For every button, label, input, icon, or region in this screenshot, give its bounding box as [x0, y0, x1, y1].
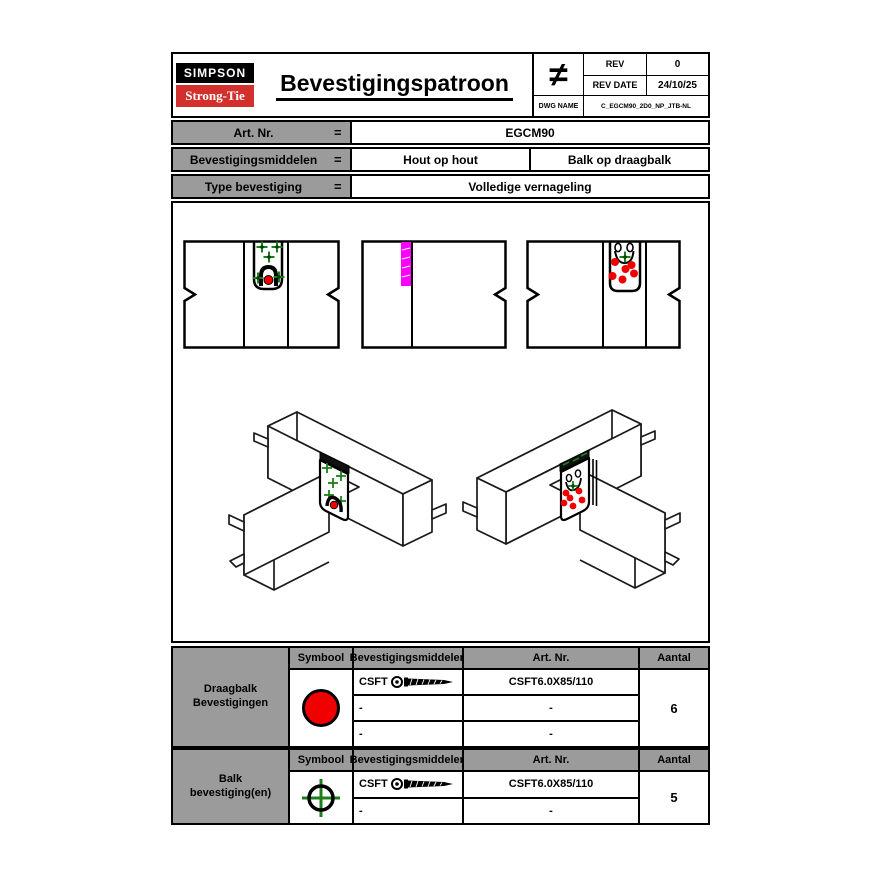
middelen-value-1: Hout op hout: [403, 152, 478, 167]
info-row-middelen: Bevestigingsmiddelen = Hout op hout Balk…: [171, 147, 710, 172]
revision-table: ≠ REV 0 REV DATE 24/10/25 DWG NAME C_EGC…: [532, 54, 708, 116]
2d-view-face-red: [526, 240, 681, 349]
page-title: Bevestigingspatroon: [257, 54, 532, 116]
artnr-cell: CSFT6.0X85/110: [508, 676, 594, 688]
rev-date-label: REV DATE: [583, 74, 646, 96]
rev-date-value: 24/10/25: [646, 74, 708, 96]
3d-view-left: [207, 394, 457, 619]
rev-label: REV: [583, 54, 646, 75]
fastener-name: CSFT: [359, 676, 388, 688]
aantal-value: 6: [670, 700, 678, 716]
logo-simpson: SIMPSON: [176, 63, 254, 83]
table-row: CSFT: [354, 772, 638, 799]
header-aantal: Aantal: [640, 750, 708, 770]
header-aantal: Aantal: [640, 648, 708, 668]
info-row-artnr: Art. Nr. = EGCM90: [171, 120, 710, 145]
drawing-area: [171, 201, 710, 643]
fastener-name: CSFT: [359, 778, 388, 791]
3d-view-right: [447, 392, 707, 632]
table-row: - -: [354, 696, 638, 722]
fastener-table-draagbalk: Draagbalk Bevestigingen Symbool Bevestig…: [171, 646, 710, 748]
type-label: Type bevestiging: [204, 179, 303, 194]
info-row-type: Type bevestiging = Volledige vernageling: [171, 174, 710, 199]
middelen-value-2: Balk op draagbalk: [529, 149, 708, 170]
header-symbool: Symbool: [290, 750, 354, 770]
artnr-label: Art. Nr.: [233, 125, 274, 140]
equals-sign: =: [334, 152, 342, 167]
group-label-draagbalk: Draagbalk Bevestigingen: [173, 648, 290, 746]
dwg-name-value: C_EGCM90_2D0_NP_JTB-NL: [583, 95, 708, 116]
screw-icon: [390, 676, 453, 688]
type-value: Volledige vernageling: [468, 179, 592, 194]
equals-sign: =: [334, 125, 342, 140]
header-middelen: Bevestigingsmiddelen: [350, 648, 466, 668]
rev-value: 0: [646, 54, 708, 75]
dwg-name-label: DWG NAME: [534, 95, 583, 116]
middelen-label: Bevestigingsmiddelen: [189, 152, 318, 167]
title-block: SIMPSON Strong-Tie Bevestigingspatroon ≠…: [171, 52, 710, 118]
fastener-table-balk: Balk bevestiging(en) Symbool Bevestiging…: [171, 748, 710, 825]
group-label-balk: Balk bevestiging(en): [173, 750, 290, 823]
red-circle-symbol: [290, 670, 354, 746]
header-artnr: Art. Nr.: [464, 648, 640, 668]
header-symbool: Symbool: [290, 648, 354, 668]
table-row: - -: [354, 798, 638, 823]
artnr-value: EGCM90: [505, 125, 555, 140]
2d-view-section-magenta: [361, 240, 507, 349]
header-artnr: Art. Nr.: [464, 750, 640, 770]
logo-strongtie: Strong-Tie: [176, 85, 254, 107]
equals-sign: =: [334, 179, 342, 194]
aantal-value: 5: [670, 790, 678, 805]
table-header-row: Symbool Bevestigingsmiddelen Art. Nr. Aa…: [290, 648, 708, 670]
table-row: - -: [354, 722, 638, 746]
table-row: CSFT: [354, 670, 638, 696]
artnr-cell: CSFT6.0X85/110: [508, 778, 594, 791]
table-header-row: Symbool Bevestigingsmiddelen Art. Nr. Aa…: [290, 750, 708, 772]
not-equal-icon: ≠: [549, 55, 568, 94]
document-frame: SIMPSON Strong-Tie Bevestigingspatroon ≠…: [171, 52, 710, 828]
2d-view-side-green: [183, 240, 340, 349]
simpson-strongtie-logo: SIMPSON Strong-Tie: [173, 54, 257, 116]
green-crosshair-symbol: [290, 772, 354, 823]
screw-icon: [390, 778, 453, 791]
header-middelen: Bevestigingsmiddelen: [350, 750, 466, 770]
